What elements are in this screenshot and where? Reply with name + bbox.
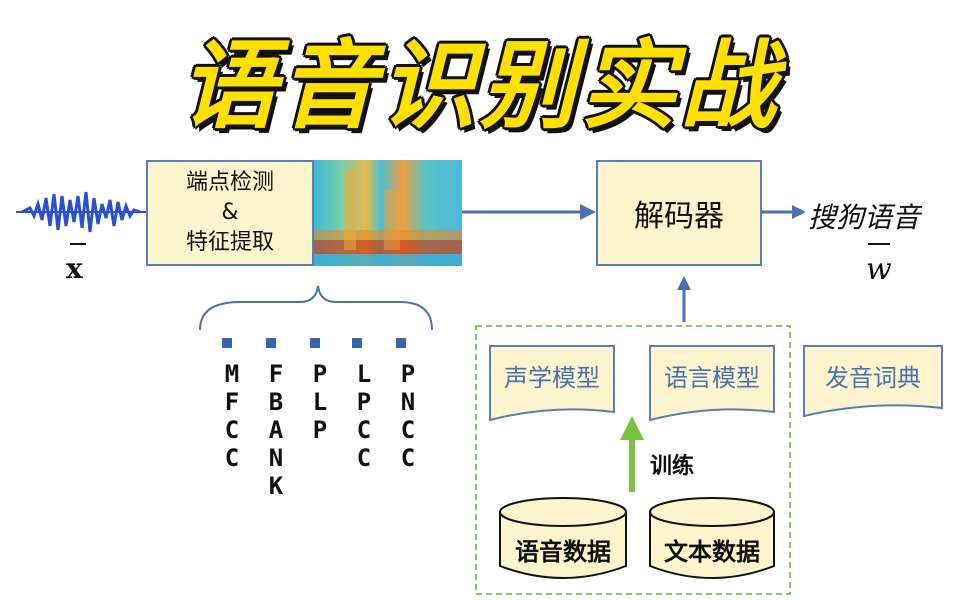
feature-to-decoder-arrowhead <box>580 204 596 220</box>
train-arrow-head <box>620 416 644 440</box>
language-model-doc <box>649 345 775 422</box>
feature-bullet-icon <box>396 338 406 348</box>
feature-bullet-icon <box>352 338 362 348</box>
speech-data-label: 语音数据 <box>515 538 611 566</box>
text-data-label: 文本数据 <box>664 538 760 566</box>
page-title: 语音识别实战 <box>180 30 780 142</box>
feature-bullet-icon <box>222 338 232 348</box>
feature-bullet-icon <box>310 338 320 348</box>
feature-bullet-icon <box>266 338 276 348</box>
text-db-cylinder <box>649 497 775 579</box>
output-text: 搜狗语音 <box>808 201 921 234</box>
acoustic-model-label: 声学模型 <box>504 364 600 392</box>
spectrogram-image <box>314 160 462 266</box>
language-model-label: 语言模型 <box>664 364 760 392</box>
model-region-dashed <box>475 325 791 595</box>
models-to-decoder-arrowhead <box>677 276 691 290</box>
speech-db-cylinder <box>499 497 627 579</box>
feature-extraction-box: 端点检测 & 特征提取 <box>146 160 314 266</box>
feature-brace <box>199 285 433 331</box>
output-symbol: w <box>866 252 892 287</box>
waveform-icon <box>16 191 146 233</box>
decoder-box: 解码器 <box>596 160 762 266</box>
lexicon-doc <box>803 345 943 418</box>
acoustic-model-doc <box>489 345 615 422</box>
input-symbol: x <box>66 252 83 285</box>
decoder-to-output-arrowhead <box>792 205 806 219</box>
training-label: 训练 <box>650 454 695 479</box>
lexicon-label: 发音词典 <box>825 364 921 392</box>
